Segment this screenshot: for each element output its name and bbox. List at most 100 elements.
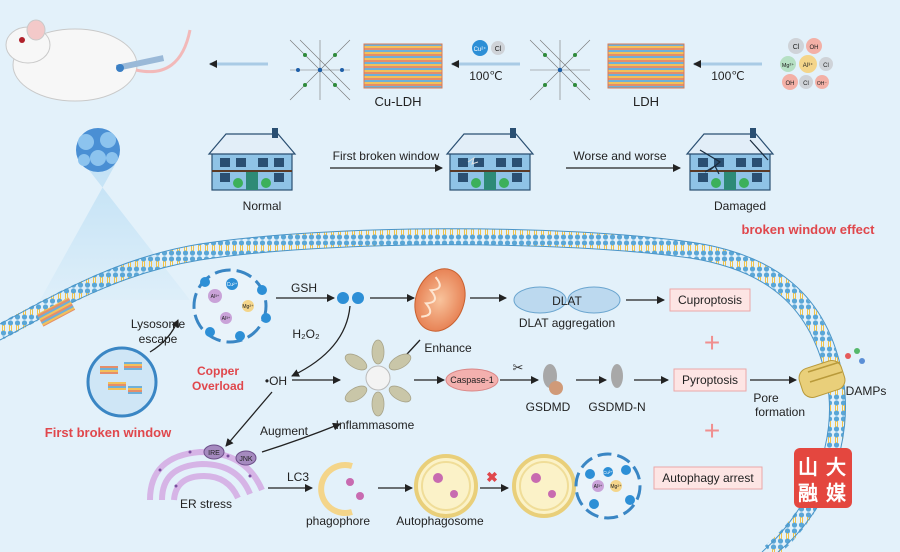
- ion-cl-b: Cl: [823, 63, 829, 69]
- lysosome-icon: [574, 452, 642, 520]
- lyso-ion-cu: [603, 467, 613, 477]
- watermark-char-2: 大: [826, 456, 846, 479]
- precursor-ions-icon: [780, 38, 833, 90]
- temp-label-2: 100℃: [711, 69, 745, 83]
- autophagosome-icon: [414, 454, 478, 518]
- pyroptosis-label: Pyroptosis: [682, 373, 738, 387]
- pore-formation-label-2: formation: [755, 405, 805, 419]
- watermark-char-4: 媒: [826, 482, 847, 505]
- copper-overload-label-2: Overload: [192, 379, 244, 393]
- lysosome-escape-label-2: escape: [139, 332, 178, 346]
- blocked-autolysosome-icon: [512, 454, 576, 518]
- augment-label: Augment: [260, 424, 309, 438]
- jnk-label: JNK: [239, 456, 253, 463]
- ion-al: Al³⁺: [803, 62, 814, 69]
- cu-plus-icon: [337, 292, 364, 304]
- block-cross-icon: ✖: [486, 469, 498, 485]
- gsdmd-icon: [543, 364, 563, 395]
- house-broken-icon: [446, 127, 534, 191]
- gsdmd-label: GSDMD: [526, 400, 571, 414]
- jnk-badge: [235, 450, 257, 466]
- cuproptosis-box: [669, 288, 751, 312]
- house-normal-icon: [208, 127, 296, 191]
- ion-al-bead-2: [220, 312, 232, 324]
- ion-cl-c: Cl: [803, 81, 809, 87]
- ire-label: IRE: [208, 450, 220, 457]
- broken-window-crack: [467, 156, 479, 165]
- ire-badge: [203, 444, 225, 460]
- autophagosome-label: Autophagosome: [396, 514, 484, 528]
- membrane-outline-inner: [0, 244, 830, 552]
- lyso-ion-cu-text: Cu²⁺: [603, 470, 613, 475]
- h2o2-label: H₂O₂: [292, 327, 320, 341]
- pore-formation-label-1: Pore: [753, 391, 779, 405]
- ion-cl-a: Cl: [793, 44, 800, 51]
- cell-membrane: [0, 228, 846, 552]
- gsdmd-n-label: GSDMD-N: [588, 400, 645, 414]
- ion-oh-a: OH: [810, 45, 819, 51]
- damps-icon: [845, 348, 865, 364]
- watermark-char-1: 山: [798, 456, 818, 479]
- er-stress-label: ER stress: [180, 497, 232, 511]
- cu-cl-ions-icon: [472, 40, 505, 56]
- membrane-outline-outer: [0, 228, 846, 552]
- lyso-ion-mg: [610, 480, 622, 492]
- gsdmd-n-icon: [611, 364, 623, 388]
- damage-cracks: [699, 139, 769, 175]
- oh-radical-label: •OH: [265, 374, 287, 388]
- ldh-label: LDH: [633, 94, 659, 109]
- ion-oh-b: OH: [786, 81, 795, 87]
- ion-cu-bead: [226, 278, 238, 290]
- pyroptosis-box: [673, 368, 747, 392]
- ion-mg-text: Mg²⁺: [242, 304, 254, 310]
- phagophore-label: phagophore: [306, 514, 370, 528]
- membrane-pore-icon: [798, 360, 846, 398]
- ion-al-bead: [208, 289, 222, 303]
- er-stress-icon: [147, 448, 265, 501]
- endosome-icon: [86, 346, 158, 418]
- broken-window-effect-label: broken window effect: [742, 222, 876, 237]
- house-damaged-icon: [686, 127, 774, 191]
- cu-ldh-structure-icon: [289, 39, 443, 101]
- autophagy-arrest-box: [653, 466, 763, 490]
- gsh-label: GSH: [291, 281, 317, 295]
- arrow-oh-to-er: [225, 391, 273, 447]
- arrow-h2o2: [291, 305, 351, 377]
- plus-icon-1: +: [704, 327, 720, 358]
- cu-ldh-label: Cu-LDH: [375, 94, 422, 109]
- house-damaged-label: Damaged: [714, 199, 766, 213]
- ion-mg-bead: [242, 300, 254, 312]
- ion-cl-label: Cl: [495, 46, 502, 53]
- tumor-icon: [76, 128, 120, 172]
- inflammasome-label: Inflammasome: [336, 418, 415, 432]
- copper-overload-label-1: Copper: [197, 364, 239, 378]
- ion-cu-text: Cu²⁺: [227, 282, 238, 288]
- caspase-label: Caspase-1: [450, 375, 494, 385]
- inflammasome-icon: [344, 339, 412, 417]
- lyso-ion-al-text: Al³⁺: [594, 484, 603, 490]
- cuproptosis-label: Cuproptosis: [678, 293, 742, 307]
- house-normal-label: Normal: [243, 199, 282, 213]
- arrow-worse-label: Worse and worse: [573, 149, 666, 163]
- damps-label: DAMPs: [846, 384, 887, 398]
- rat-illustration: [5, 19, 192, 102]
- mitochondrion-icon: [414, 268, 466, 332]
- dlat-aggregation-label: DLAT aggregation: [519, 316, 615, 330]
- watermark-logo: [794, 448, 852, 508]
- scissors-icon: ✂: [513, 360, 524, 375]
- lc3-label: LC3: [287, 470, 309, 484]
- ion-mg: Mg²⁺: [782, 62, 794, 69]
- first-broken-window-label: First broken window: [45, 425, 172, 440]
- temp-label-1: 100℃: [469, 69, 503, 83]
- ion-cu-label: Cu²⁺: [474, 46, 487, 53]
- arrow-augment: [261, 422, 341, 453]
- autophagy-arrest-label: Autophagy arrest: [662, 471, 754, 485]
- ion-al-text-2: Al³⁺: [222, 316, 231, 322]
- ion-al-text: Al³⁺: [211, 294, 220, 300]
- watermark-char-3: 融: [798, 482, 818, 505]
- lyso-ion-mg-text: Mg²⁺: [610, 484, 622, 490]
- plus-icon-2: +: [704, 415, 720, 446]
- dlat-aggregate-icon: [513, 286, 621, 314]
- arrow-to-lysosome: [149, 319, 180, 353]
